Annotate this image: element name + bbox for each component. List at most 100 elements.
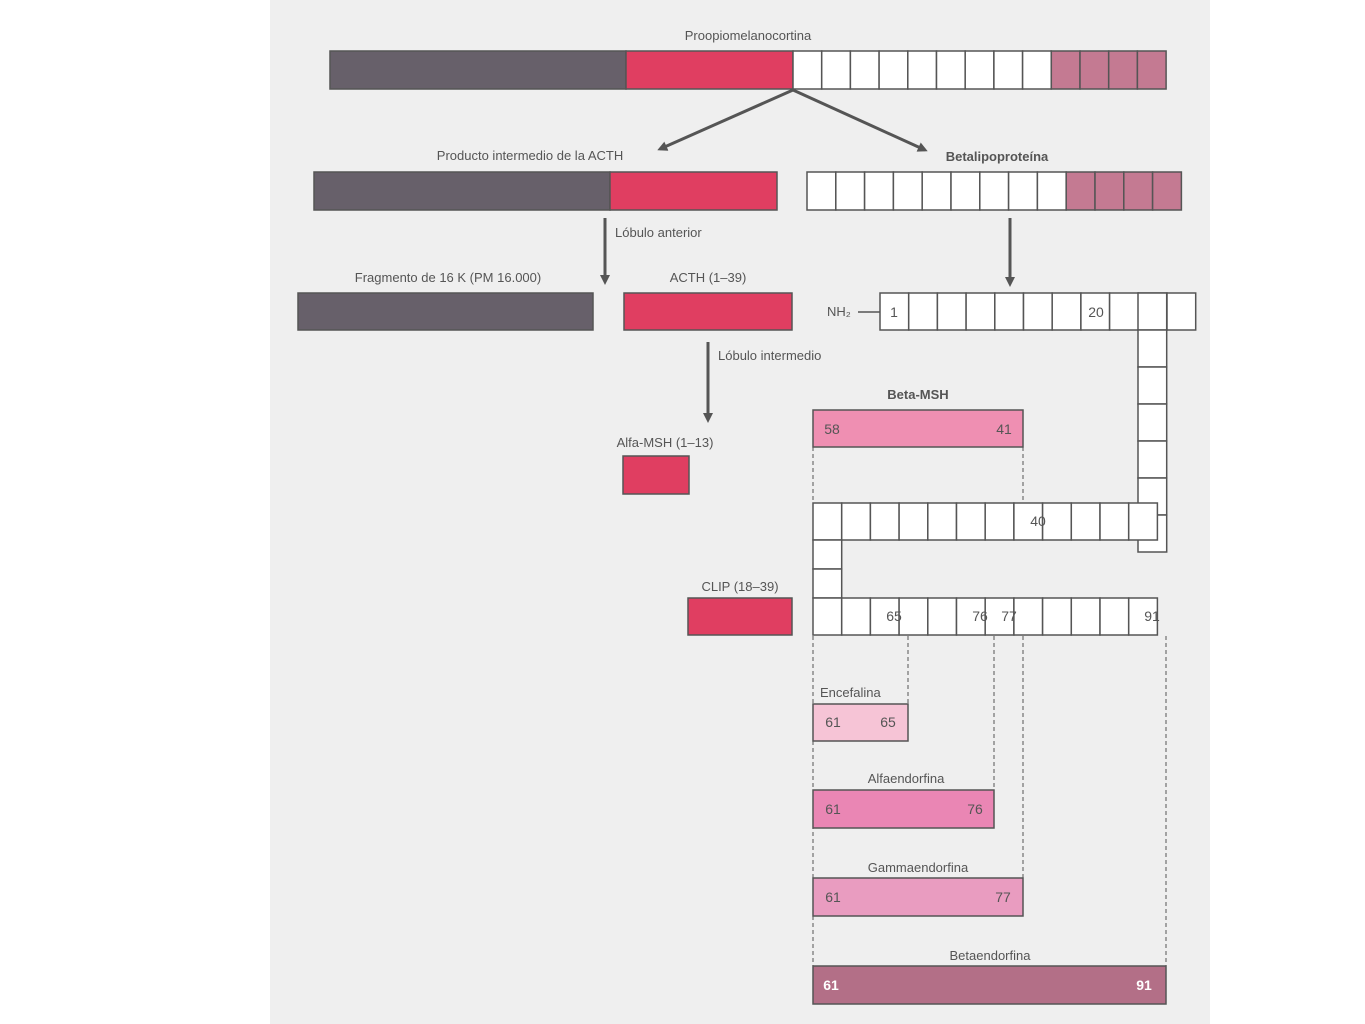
betalipo-label: Betalipoproteína <box>946 149 1049 164</box>
chain-cell <box>1099 597 1130 636</box>
chain-cell <box>1137 440 1168 479</box>
lobulo-intermedio-label: Lóbulo intermedio <box>718 348 821 363</box>
lobulo-anterior-label: Lóbulo anterior <box>615 225 702 240</box>
beta-msh-start: 58 <box>824 421 840 437</box>
chain-cell <box>1127 597 1159 636</box>
acth-label: ACTH (1–39) <box>670 270 747 285</box>
chain-cell <box>1080 292 1111 331</box>
chain-cell <box>1041 502 1073 541</box>
betalipo-cell <box>892 171 923 211</box>
chain-cell <box>1013 502 1044 541</box>
chain-cell <box>1051 292 1082 331</box>
pomc-cell <box>1079 50 1110 90</box>
betalipo-cell <box>863 171 895 211</box>
chain-cell <box>1127 502 1159 541</box>
chain-cell <box>907 292 939 331</box>
residue-20: 20 <box>1088 304 1104 320</box>
pomc-cell <box>792 50 823 90</box>
beta-msh-bar <box>812 409 1024 448</box>
chain-cell <box>812 568 843 599</box>
chain-cell <box>840 597 872 636</box>
alfaendorfina-bar <box>812 789 995 829</box>
alfaendorfina-start: 61 <box>825 801 841 817</box>
chain-cell <box>936 292 967 331</box>
betalipo-cell <box>1094 171 1125 211</box>
pomc-cell <box>1107 50 1139 90</box>
chain-cell <box>1137 329 1168 368</box>
pomc-cell <box>878 50 909 90</box>
chain-cell <box>879 292 910 331</box>
alfa-msh-bar <box>622 455 690 495</box>
encefalina-bar <box>812 703 909 742</box>
betalipo-cell <box>1123 171 1154 211</box>
chain-cell <box>1013 597 1044 636</box>
acth-intermediate-label: Producto intermedio de la ACTH <box>437 148 623 163</box>
chain-cell <box>955 502 986 541</box>
alfaendorfina-label: Alfaendorfina <box>868 771 945 786</box>
chain-cell <box>927 502 958 541</box>
pomc-processing-diagram: Proopiomelanocortina Producto intermedio… <box>297 28 1197 1005</box>
pomc-cell <box>935 50 966 90</box>
fragmento-bar <box>297 292 594 331</box>
residue-65: 65 <box>886 608 902 624</box>
encefalina-end: 65 <box>880 714 896 730</box>
chain-cell <box>1041 597 1073 636</box>
chain-cell <box>812 539 843 570</box>
chain-cell <box>927 597 958 636</box>
alfa-msh-label: Alfa-MSH (1–13) <box>617 435 714 450</box>
pomc-cell <box>907 50 938 90</box>
betalipo-cell <box>1036 171 1067 211</box>
betalipo-cell <box>806 171 837 211</box>
betalipo-chain <box>812 292 1197 636</box>
encefalina-start: 61 <box>825 714 841 730</box>
chain-cell <box>994 292 1025 331</box>
betalipo-bar <box>806 171 1183 211</box>
chain-cell <box>869 502 900 541</box>
gammaendorfina-start: 61 <box>825 889 841 905</box>
residue-91: 91 <box>1144 608 1160 624</box>
acth-bar <box>623 292 793 331</box>
pomc-cell <box>1021 50 1053 90</box>
betaendorfina-label: Betaendorfina <box>950 948 1032 963</box>
pomc-cell <box>1136 50 1167 90</box>
gammaendorfina-bar <box>812 877 1024 917</box>
chain-cell <box>1022 292 1053 331</box>
beta-msh-label: Beta-MSH <box>887 387 948 402</box>
gammaendorfina-label: Gammaendorfina <box>868 860 969 875</box>
residue-40: 40 <box>1030 513 1046 529</box>
pomc-cell <box>1050 50 1081 90</box>
chain-cell <box>898 502 929 541</box>
betalipo-cell <box>1007 171 1039 211</box>
betaendorfina-start: 61 <box>823 977 839 993</box>
chain-cell <box>1137 366 1168 405</box>
chain-cell <box>812 597 843 636</box>
betalipo-cell <box>1151 171 1183 211</box>
arrow-to-acth-intermediate <box>657 88 794 151</box>
chain-cell <box>1070 597 1101 636</box>
residue-77: 77 <box>1001 608 1017 624</box>
figure-panel: Proopiomelanocortina Producto intermedio… <box>270 0 1210 1024</box>
chain-cell <box>955 597 986 636</box>
acth-intermediate-bar <box>313 171 778 211</box>
chain-cell <box>840 502 872 541</box>
chain-cell <box>1137 403 1168 442</box>
beta-msh-end: 41 <box>996 421 1012 437</box>
chain-cell <box>965 292 996 331</box>
fragmento-label: Fragmento de 16 K (PM 16.000) <box>355 270 541 285</box>
pomc-cell <box>849 50 880 90</box>
chain-cell <box>1070 502 1101 541</box>
pomc-cell <box>964 50 995 90</box>
pomc-bar <box>329 50 1167 90</box>
gammaendorfina-end: 77 <box>995 889 1011 905</box>
chain-cell <box>1099 502 1130 541</box>
chain-cell <box>984 502 1015 541</box>
betalipo-cell <box>950 171 981 211</box>
betalipo-cell <box>921 171 952 211</box>
clip-label: CLIP (18–39) <box>701 579 778 594</box>
chain-cell <box>1166 292 1197 331</box>
betaendorfina-end: 91 <box>1136 977 1152 993</box>
chain-cell <box>812 502 843 541</box>
chain-cell <box>1137 292 1168 331</box>
chain-cell <box>1108 292 1140 331</box>
betalipo-cell <box>1065 171 1096 211</box>
